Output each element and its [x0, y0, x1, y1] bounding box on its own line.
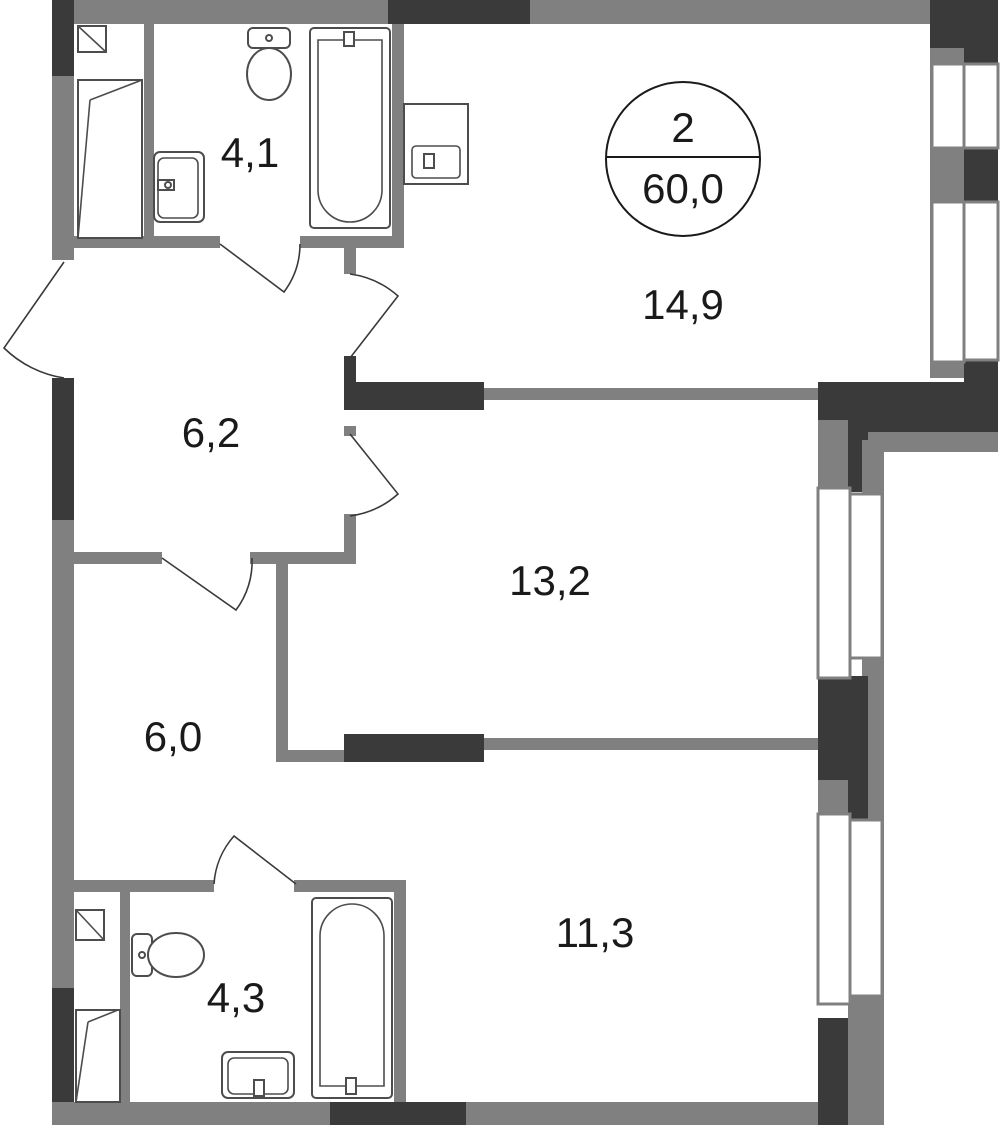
door-bathroom-bottom	[213, 834, 297, 885]
area-corridor: 6,0	[144, 713, 202, 760]
windows	[816, 62, 1000, 1006]
apartment-summary-badge: 2 60,0	[605, 81, 761, 237]
doors	[2, 243, 400, 885]
bathtub-bottom	[311, 897, 393, 1099]
area-bathroom-top: 4,1	[221, 129, 279, 176]
sink-living	[403, 103, 469, 185]
area-bedroom-middle: 13,2	[509, 557, 591, 604]
sink-bottom	[221, 1051, 295, 1099]
badge-circle	[605, 81, 761, 237]
window-bedroom-bottom	[816, 812, 852, 1006]
door-bathroom-top	[219, 243, 301, 294]
fixtures-bathroom-top	[77, 25, 469, 239]
door-bedroom-middle	[349, 433, 400, 517]
area-bedroom-bottom: 11,3	[556, 909, 635, 956]
area-bathroom-bottom: 4,3	[207, 974, 265, 1021]
bathtub	[309, 27, 391, 229]
door-entrance	[2, 261, 65, 379]
window-living-lower-outer	[962, 200, 1000, 362]
storage-cabinet	[77, 79, 143, 239]
door-corridor	[161, 557, 253, 612]
window-living-lower	[930, 200, 966, 364]
window-living-upper-outer	[962, 62, 1000, 150]
area-living-room: 14,9	[642, 281, 724, 328]
door-living-room	[349, 273, 400, 359]
total-area: 60,0	[642, 165, 724, 212]
rooms-count: 2	[671, 104, 694, 151]
window-bedroom-bottom-outer	[848, 818, 884, 998]
window-bedroom-middle-outer	[848, 492, 884, 660]
sink	[153, 151, 205, 223]
room-labels: 4,1 14,9 6,2 13,2 6,0 4,3 11,3	[144, 129, 724, 1021]
fixtures-bathroom-bottom	[75, 897, 393, 1103]
area-hallway: 6,2	[182, 409, 240, 456]
window-living-upper	[930, 62, 966, 150]
window-bedroom-middle	[816, 486, 852, 680]
